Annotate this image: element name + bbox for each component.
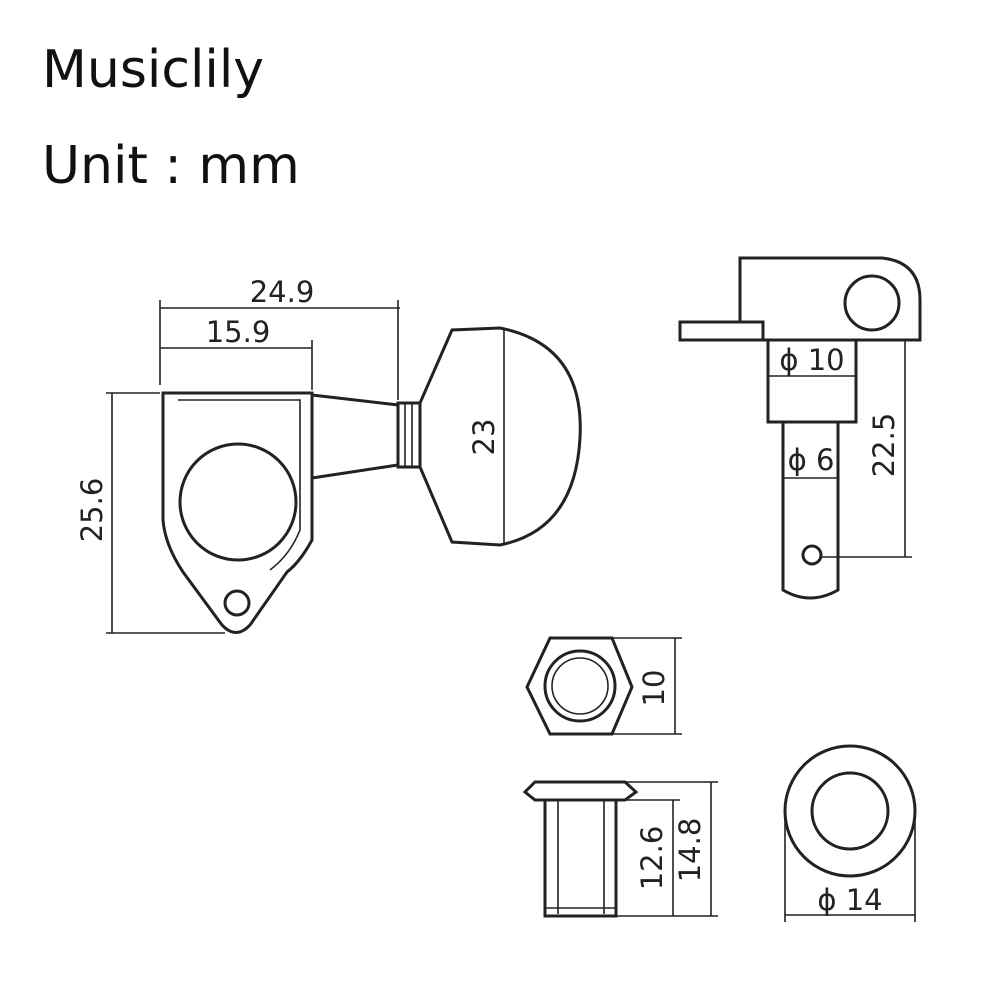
dim-post-diameter: ϕ 6: [788, 443, 835, 477]
post-housing: [738, 256, 922, 342]
dim-ferrule-total-length: 14.8: [673, 818, 707, 883]
tuner-housing-inner: [178, 399, 301, 571]
string-hole: [801, 544, 823, 566]
mounting-tab: [678, 320, 765, 342]
post-bushing: [766, 338, 858, 424]
hex-nut-inner-ring: [551, 657, 609, 715]
brand-title: Musiclily: [42, 40, 265, 100]
tuner-button: [418, 326, 582, 547]
washer-outer: [783, 744, 917, 878]
ferrule-body: [543, 800, 618, 918]
dim-nut-width: 10: [637, 670, 671, 707]
dim-button-height: 23: [467, 419, 501, 456]
dim-post-height: 22.5: [867, 413, 901, 478]
dim-body-height: 25.6: [75, 478, 109, 543]
dim-washer-diameter: ϕ 14: [817, 883, 882, 917]
screw-hole: [223, 589, 251, 617]
hex-nut-view: 10: [525, 636, 682, 736]
washer-view: ϕ 14: [783, 744, 917, 922]
tuner-housing: [161, 391, 314, 634]
gear-hole: [178, 442, 298, 562]
string-post: [781, 422, 840, 600]
shaft-collar: [396, 401, 422, 469]
dim-bushing-diameter: ϕ 10: [779, 343, 844, 377]
dim-ferrule-inner-length: 12.6: [635, 826, 669, 891]
tuner-shaft: [311, 393, 400, 480]
dim-total-length: 24.9: [250, 275, 315, 309]
dim-body-length: 15.9: [206, 315, 271, 349]
post-side-view: ϕ 10 ϕ 6 22.5: [678, 256, 922, 600]
ferrule-head: [522, 780, 639, 802]
washer-hole: [810, 771, 890, 851]
ferrule-side-view: 12.6 14.8: [522, 780, 718, 918]
post-housing-hole: [843, 274, 901, 332]
hex-nut-outer-ring: [543, 649, 617, 723]
unit-label: Unit : mm: [42, 136, 300, 196]
tuner-side-view: 24.9 15.9 25.6 23: [75, 275, 582, 634]
